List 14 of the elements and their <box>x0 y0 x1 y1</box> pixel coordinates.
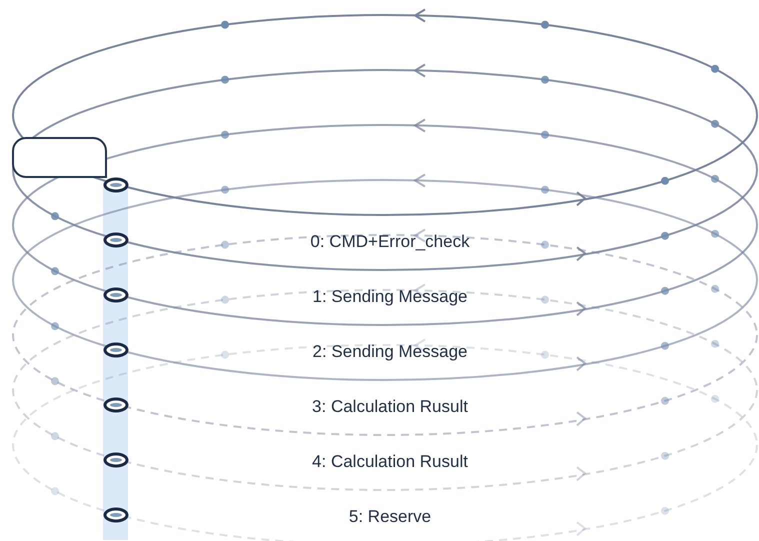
ring-marker <box>104 398 128 412</box>
layer-label: 1: Sending Message <box>312 287 468 307</box>
ring-marker <box>104 452 128 468</box>
rounded-box <box>12 137 107 178</box>
ring-marker <box>104 178 128 192</box>
layer-label: 3: Calculation Rusult <box>312 397 468 417</box>
ring-marker <box>104 288 128 302</box>
layer-label: 2: Sending Message <box>312 342 468 362</box>
ring-marker <box>104 342 128 358</box>
ring-marker <box>104 232 128 248</box>
layer-label: 0: CMD+Error_check <box>310 232 470 252</box>
layer-label: 4: Calculation Rusult <box>312 452 468 472</box>
ring-marker <box>104 508 128 522</box>
layer-label: 5: Reserve <box>348 507 432 527</box>
